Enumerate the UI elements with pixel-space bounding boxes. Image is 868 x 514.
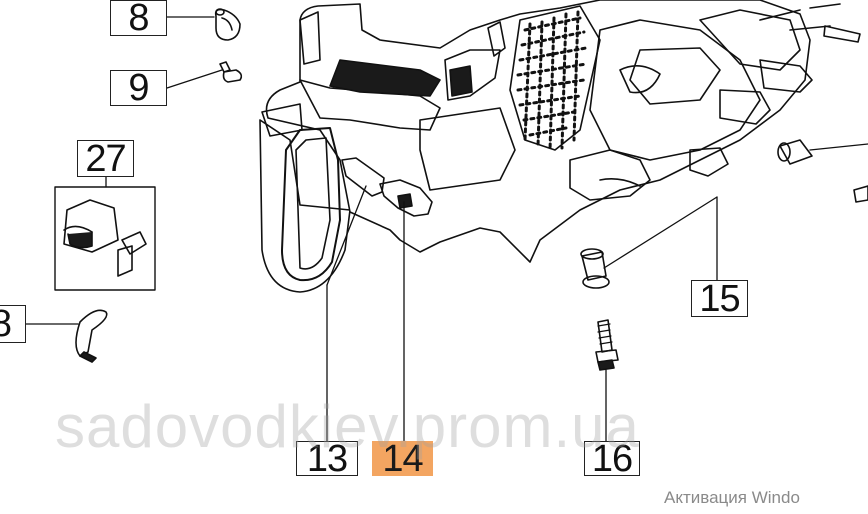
callout-8-left: 8: [0, 305, 26, 343]
part-8-grommet: [214, 8, 241, 41]
right-edge-screw: [853, 185, 868, 203]
part-27-kit-box: [54, 186, 156, 291]
part-15-bushing: [580, 139, 813, 289]
windows-activation-notice: Активация Windo: [664, 488, 800, 507]
part-8-hose: [75, 309, 108, 363]
crankcase-housing: [259, 0, 811, 293]
callout-27: 27: [77, 140, 134, 178]
engine-block-parts: [569, 3, 861, 201]
callout-13: 13: [296, 440, 358, 478]
part-16-screw: [595, 319, 619, 371]
leader-lines: [25, 16, 868, 442]
callout-16: 16: [584, 440, 640, 478]
air-filter-mesh: [509, 5, 601, 152]
callout-9: 9: [110, 69, 167, 107]
part-14-fuel-line: [341, 157, 433, 217]
part-9-screw: [219, 61, 243, 83]
callout-15: 15: [691, 280, 748, 318]
watermark-text: sadovodkiev.prom.ua: [55, 393, 640, 460]
callout-14-selected: 14: [372, 440, 433, 478]
callout-8-top: 8: [110, 0, 167, 37]
